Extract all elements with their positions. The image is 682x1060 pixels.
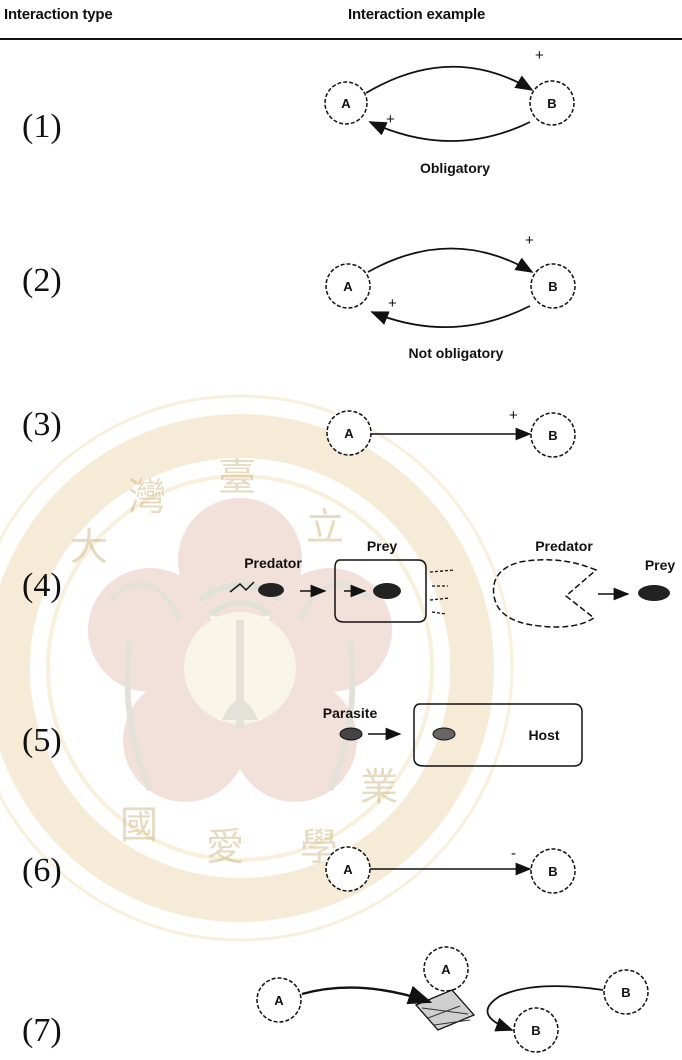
row-label-1: (1) (22, 108, 62, 145)
arrow-b-to-a (370, 305, 531, 329)
resource-texture (421, 1005, 471, 1026)
node-a-label: A (343, 862, 353, 877)
host-label: Host (528, 727, 559, 743)
row-1-diagram: A B + + Obligatory (324, 47, 575, 176)
seal-char-4: 立 (306, 505, 344, 549)
seal-char-3: 大 (70, 525, 108, 569)
node-b-label: B (548, 279, 557, 294)
host-box (413, 703, 583, 767)
plus-sign: + (386, 111, 395, 128)
not-obligatory-label: Not obligatory (409, 345, 504, 361)
predator-label: Predator (244, 555, 302, 571)
plus-sign: + (509, 407, 518, 424)
motion-line (429, 569, 455, 573)
seal-char-1: 臺 (218, 455, 256, 499)
seal-char-2: 灣 (128, 475, 166, 519)
node-b (530, 263, 576, 309)
predator-fish-icon (258, 583, 284, 597)
arrow-a-to-resource (301, 985, 433, 1005)
prey-fish-icon (373, 583, 401, 599)
column-header-interaction-type: Interaction type (4, 6, 113, 23)
arrow-a-to-b (367, 247, 534, 273)
node-b (529, 80, 575, 126)
row-7-diagram: A A B B (256, 946, 649, 1053)
prey-box (334, 559, 427, 623)
prey-label: Prey (645, 557, 676, 573)
prey-fish-icon (638, 585, 670, 601)
node-a-label: A (341, 96, 351, 111)
node-b-label: B (548, 428, 557, 443)
node-b-label: B (548, 864, 557, 879)
node-a-label: A (441, 962, 451, 977)
node-b-label: B (547, 96, 556, 111)
predator-mouth-shape (492, 559, 598, 628)
row-label-4: (4) (22, 567, 62, 604)
node-b (603, 969, 649, 1015)
parasite-in-host-icon (432, 727, 456, 741)
plus-sign: + (525, 232, 534, 249)
table-header: Interaction type Interaction example (0, 0, 682, 40)
seal-char-8: 業 (360, 765, 398, 809)
node-a-label: A (343, 279, 353, 294)
column-header-interaction-example: Interaction example (348, 6, 486, 23)
obligatory-label: Obligatory (420, 160, 490, 176)
arrow-a-to-b (365, 65, 534, 94)
minus-sign: - (511, 845, 516, 862)
header-divider (0, 38, 682, 40)
row-5-diagram: Parasite Host (323, 703, 583, 767)
row-4-diagram: Predator Prey Predator Prey (229, 538, 676, 628)
prey-label: Prey (367, 538, 398, 554)
row-label-7: (7) (22, 1012, 62, 1049)
arrow-b-to-a (368, 121, 531, 142)
predator-label: Predator (535, 538, 593, 554)
row-2-diagram: A B + + Not obligatory (325, 232, 576, 361)
node-b-label: B (531, 1023, 540, 1038)
node-a-label: A (344, 426, 354, 441)
node-a-label: A (274, 993, 284, 1008)
shared-resource-icon (414, 989, 476, 1031)
node-a (325, 263, 371, 309)
predator-tail-icon (229, 581, 255, 593)
seal-char-6: 愛 (206, 825, 244, 869)
node-b (513, 1007, 559, 1053)
node-a (256, 977, 302, 1023)
plus-sign: + (535, 47, 544, 64)
node-a (326, 410, 372, 456)
seal-char-5: 國 (120, 803, 158, 847)
node-a (423, 946, 469, 992)
row-label-5: (5) (22, 722, 62, 759)
row-label-6: (6) (22, 852, 62, 889)
arrow-b-to-resource (486, 985, 604, 1032)
plus-sign: + (388, 295, 397, 312)
row-3-diagram: A B + (326, 407, 576, 458)
row-label-3: (3) (22, 406, 62, 443)
parasite-label: Parasite (323, 705, 378, 721)
motion-line (431, 611, 447, 615)
node-a (324, 81, 368, 125)
parasite-icon (339, 727, 363, 741)
row-label-2: (2) (22, 262, 62, 299)
university-seal-watermark (0, 394, 514, 942)
seal-characters: 臺 灣 大 立 國 愛 學 業 (70, 455, 398, 869)
row-6-diagram: A B - (325, 845, 576, 894)
node-b-label: B (621, 985, 630, 1000)
motion-line (429, 597, 451, 601)
